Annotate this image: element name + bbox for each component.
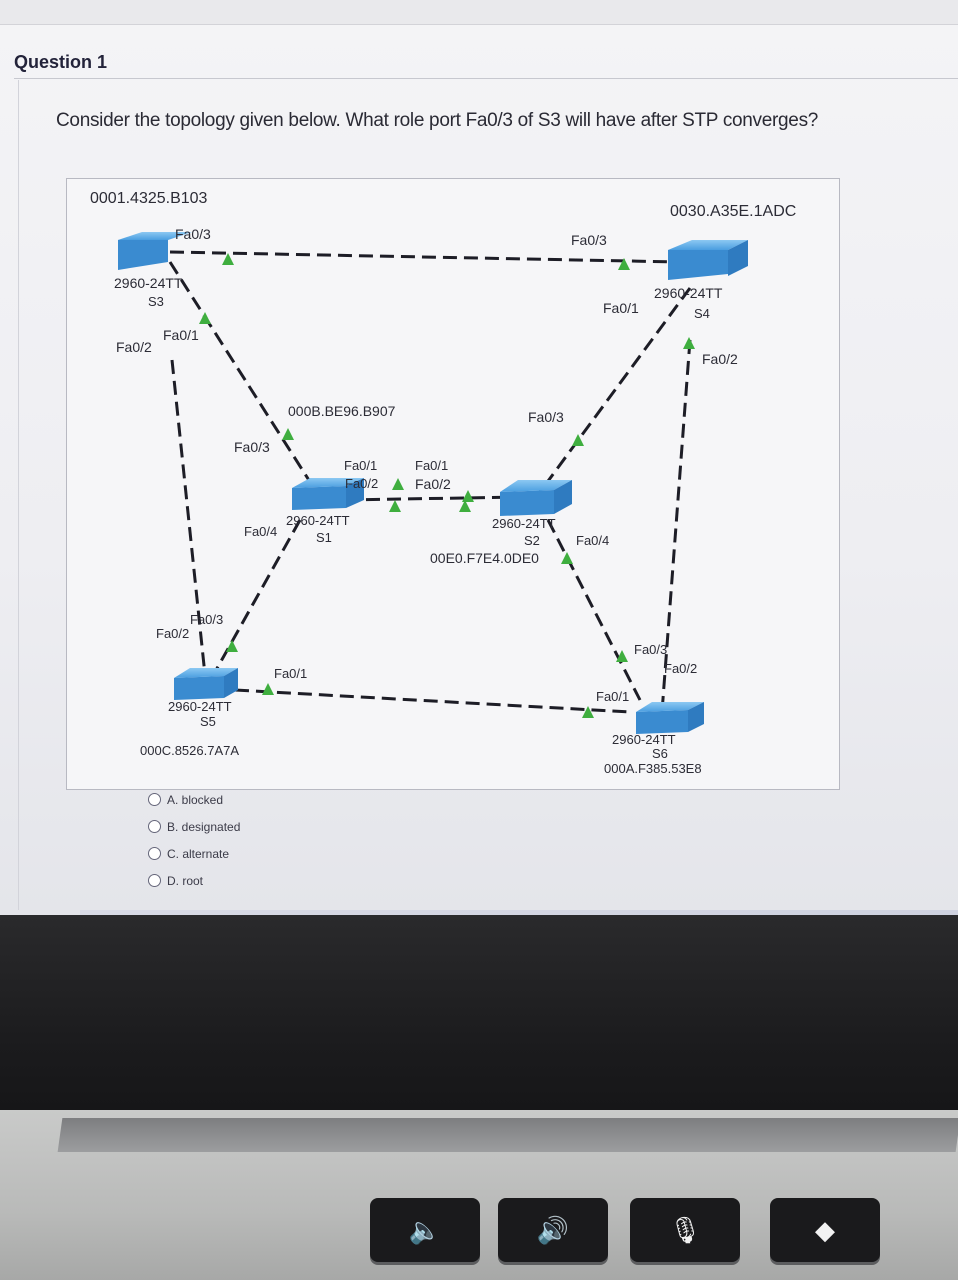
port-s1-fa01: Fa0/1 bbox=[344, 458, 377, 473]
port-s6-fa03: Fa0/3 bbox=[634, 642, 667, 657]
model-s5: 2960-24TT bbox=[168, 699, 232, 714]
model-s3: 2960-24TT bbox=[114, 275, 183, 291]
mac-s2: 00E0.F7E4.0DE0 bbox=[430, 550, 539, 566]
link-light-s1-fa01 bbox=[392, 478, 404, 490]
option-b[interactable]: B. designated bbox=[148, 813, 240, 840]
link-light-s6-fa01 bbox=[582, 706, 594, 718]
port-s2-fa03: Fa0/3 bbox=[528, 409, 564, 425]
option-c-label: C. alternate bbox=[167, 846, 230, 861]
radio-c[interactable] bbox=[148, 847, 161, 860]
link-light-s3-fa01 bbox=[199, 312, 211, 324]
port-s5-fa03: Fa0/3 bbox=[190, 612, 223, 627]
link-s3-s4 bbox=[169, 250, 681, 264]
port-s5-fa01: Fa0/1 bbox=[274, 666, 307, 681]
name-s4: S4 bbox=[694, 306, 710, 321]
port-s3-fa01: Fa0/1 bbox=[163, 327, 199, 343]
option-c[interactable]: C. alternate bbox=[148, 840, 240, 867]
port-s2-fa01: Fa0/1 bbox=[415, 458, 448, 473]
question-heading: Question 1 bbox=[14, 52, 108, 72]
model-s6: 2960-24TT bbox=[612, 732, 676, 747]
name-s3: S3 bbox=[148, 294, 164, 309]
port-s6-fa01: Fa0/1 bbox=[596, 689, 629, 704]
link-s3-s5 bbox=[170, 359, 207, 676]
laptop-hinge bbox=[57, 1118, 958, 1152]
screen: Question 1 Consider the topology given b… bbox=[0, 0, 958, 915]
laptop-bezel bbox=[0, 915, 958, 1135]
question-box bbox=[18, 80, 958, 910]
link-s3-s1 bbox=[168, 261, 314, 486]
radio-d[interactable] bbox=[148, 874, 161, 887]
model-s1: 2960-24TT bbox=[286, 513, 350, 528]
port-s4-fa03: Fa0/3 bbox=[571, 232, 607, 248]
link-s1-s5 bbox=[213, 519, 302, 673]
switch-s2 bbox=[500, 480, 572, 516]
question-text: Consider the topology given below. What … bbox=[56, 110, 819, 131]
volume-down-icon[interactable]: 🔈 bbox=[370, 1198, 480, 1262]
divider bbox=[14, 78, 958, 79]
name-s2: S2 bbox=[524, 533, 540, 548]
option-b-label: B. designated bbox=[167, 819, 241, 834]
port-s2-fa02: Fa0/2 bbox=[415, 476, 451, 492]
port-s6-fa02: Fa0/2 bbox=[664, 661, 697, 676]
mac-s6: 000A.F385.53E8 bbox=[604, 761, 702, 776]
port-s3-fa03: Fa0/3 bbox=[175, 226, 211, 242]
volume-up-icon[interactable]: 🔊 bbox=[498, 1198, 608, 1262]
port-s4-fa02: Fa0/2 bbox=[702, 351, 738, 367]
port-s1-fa03: Fa0/3 bbox=[234, 439, 270, 455]
option-d[interactable]: D. root bbox=[148, 867, 240, 894]
link-light-s4-fa03 bbox=[618, 258, 630, 270]
switch-s1 bbox=[292, 478, 364, 510]
radio-a[interactable] bbox=[148, 793, 161, 806]
topology-diagram: 0001.4325.B103 0030.A35E.1ADC 000B.BE96.… bbox=[90, 190, 796, 776]
mac-s3: 0001.4325.B103 bbox=[90, 190, 208, 207]
mac-s1: 000B.BE96.B907 bbox=[288, 403, 396, 419]
port-s4-fa01: Fa0/1 bbox=[603, 300, 639, 316]
option-d-label: D. root bbox=[167, 873, 204, 888]
link-light-s5-fa03 bbox=[226, 640, 238, 652]
link-light-s5-fa01 bbox=[262, 683, 274, 695]
link-light-s2-fa03 bbox=[572, 434, 584, 446]
link-s5-s6 bbox=[234, 688, 631, 714]
link-light-s2-fa02 bbox=[459, 500, 471, 512]
port-s5-fa02: Fa0/2 bbox=[156, 626, 189, 641]
model-s2: 2960-24TT bbox=[492, 516, 556, 531]
switch-s6 bbox=[636, 702, 704, 734]
link-light-s6-fa03 bbox=[616, 650, 628, 662]
link-light-s4-fa01 bbox=[683, 337, 695, 349]
mic-mute-icon[interactable]: 🎙 bbox=[630, 1198, 740, 1262]
link-light-s1-fa03 bbox=[282, 428, 294, 440]
mac-s4: 0030.A35E.1ADC bbox=[670, 203, 796, 220]
radio-b[interactable] bbox=[148, 820, 161, 833]
switch-s3 bbox=[118, 232, 192, 270]
browser-top-strip bbox=[0, 0, 958, 25]
name-s5: S5 bbox=[200, 714, 216, 729]
mac-s5: 000C.8526.7A7A bbox=[140, 743, 239, 758]
link-light-s3-fa03 bbox=[222, 253, 234, 265]
port-s1-fa04: Fa0/4 bbox=[244, 524, 277, 539]
link-s4-s2 bbox=[538, 287, 692, 493]
option-a-label: A. blocked bbox=[167, 792, 224, 807]
port-s1-fa02: Fa0/2 bbox=[345, 476, 378, 491]
option-a[interactable]: A. blocked bbox=[148, 786, 240, 813]
answer-options: A. blocked B. designated C. alternate D.… bbox=[148, 786, 240, 894]
link-light-s1-fa02 bbox=[389, 500, 401, 512]
name-s6: S6 bbox=[652, 746, 668, 761]
switch-s5 bbox=[174, 668, 238, 700]
link-light-s2-fa04 bbox=[561, 552, 573, 564]
model-s4: 2960-24TT bbox=[654, 285, 723, 301]
port-s3-fa02: Fa0/2 bbox=[116, 339, 152, 355]
switch-s4 bbox=[668, 240, 748, 280]
name-s1: S1 bbox=[316, 530, 332, 545]
link-light-s2-fa01 bbox=[462, 490, 474, 502]
link-s2-s6 bbox=[546, 519, 642, 701]
rog-logo-icon[interactable]: ◆ bbox=[770, 1198, 880, 1262]
link-s1-s2 bbox=[344, 495, 521, 502]
port-s2-fa04: Fa0/4 bbox=[576, 533, 609, 548]
